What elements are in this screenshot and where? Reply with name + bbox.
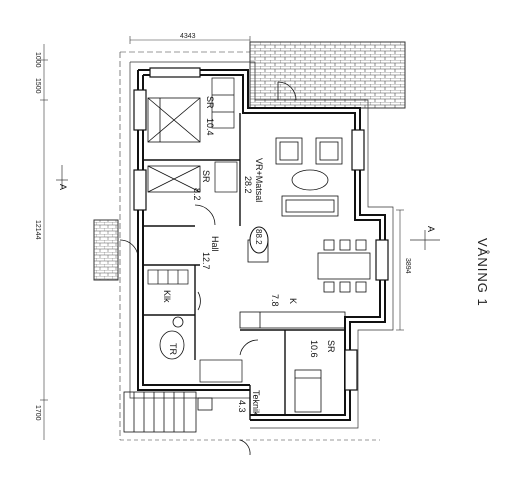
room-label-hall-area: 12.7 [201,252,211,270]
brick-fireplace [93,219,119,281]
dim-right-mid: 3894 [404,258,411,274]
room-label-sr2-name: SR [201,170,211,183]
section-markers [56,165,440,250]
doors [119,81,297,456]
dining-table [317,239,371,293]
room-label-sr3-area: 10.6 [309,340,319,358]
room-label-tr: TR [168,343,178,355]
dim-left-top-b: 1500 [34,78,41,94]
room-label-sr1-name: SR [205,96,215,109]
dim-left-bottom: 1700 [34,405,41,421]
windows [133,67,389,391]
bed-sr1 [147,97,201,143]
bed-sr3 [294,369,322,413]
living-furniture [275,137,343,217]
room-label-vr-area: 28.2 [243,176,253,194]
room-label-teknik-area: 4.3 [237,400,247,413]
room-label-vr-name: VR+Matsal [254,158,264,202]
dim-left-mid: 12144 [34,220,41,240]
interior-walls [143,113,345,420]
room-label-sr1-area: 10.4 [205,118,215,136]
room-label-k-name: K [288,298,298,304]
room-label-hall-name: Hall [210,236,220,252]
section-label-left: A [58,184,68,190]
bathroom-fixtures [159,316,185,360]
room-label-klk: Klk [162,290,172,303]
room-label-k-area: 7.8 [270,294,280,307]
section-label-right: A [426,226,436,232]
closets [147,77,243,383]
total-area-marker [249,226,269,254]
dim-left-top-a: 1000 [34,52,41,68]
dim-top-width: 4343 [180,33,196,40]
brick-terrace [249,41,406,109]
dimension-lines [40,36,404,441]
total-area-label: 88.2 [254,229,263,245]
plan-title: VÅNING 1 [475,238,490,307]
room-label-teknik-name: Teknik [251,390,261,416]
room-label-sr2-area: 8.2 [192,188,202,201]
bed-sr2 [147,165,201,193]
exterior-stairs [123,391,213,433]
room-label-sr3-name: SR [326,340,336,353]
